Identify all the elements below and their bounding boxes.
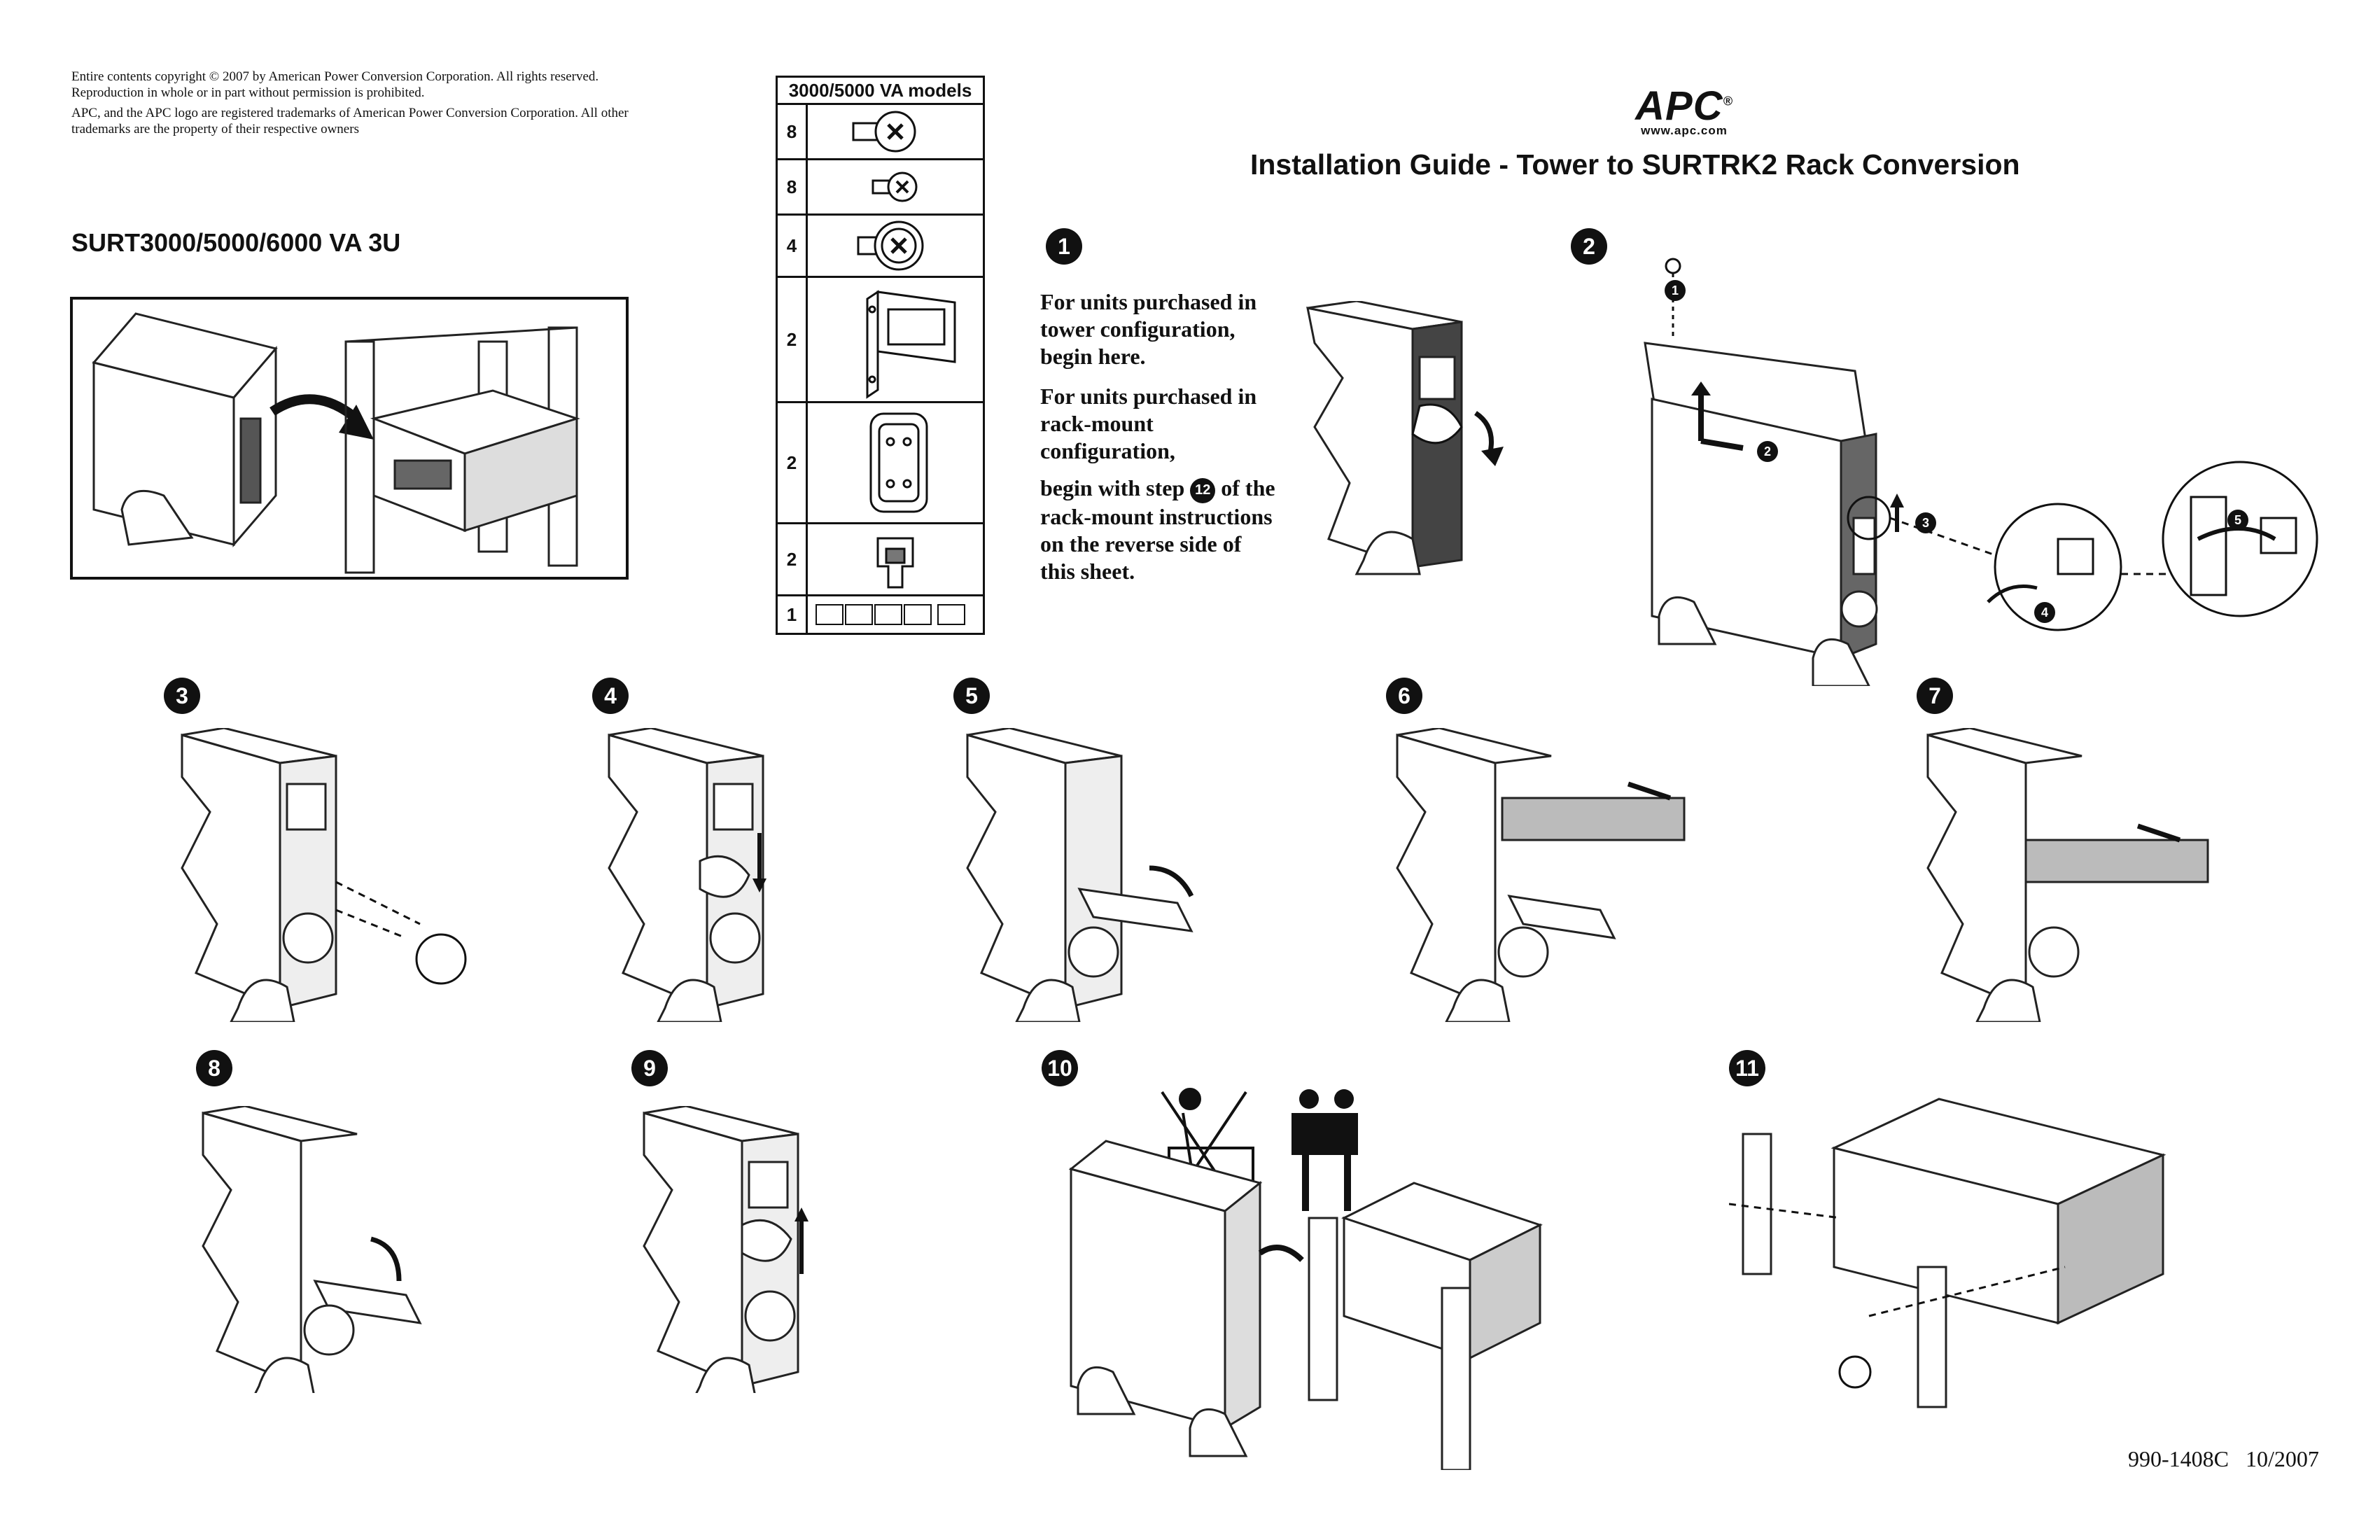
step-2-callout-4: 4 [2034, 602, 2055, 623]
washer-screw-icon [806, 214, 985, 278]
intro-line: begin here. [1040, 344, 1146, 369]
table-row: 2 [776, 522, 985, 596]
step-3-illustration [181, 728, 467, 1022]
qty-cell: 2 [776, 401, 808, 524]
step-6-illustration [1396, 728, 1686, 1022]
intro-text: For units purchased in tower configurati… [1040, 288, 1275, 585]
trademark-line: APC, and the APC logo are registered tra… [71, 106, 629, 120]
trademark-line-2: trademarks are the property of their res… [71, 122, 359, 136]
intro-illustration [70, 297, 629, 580]
step-8-badge: 8 [196, 1050, 232, 1086]
doc-date: 10/2007 [2246, 1446, 2319, 1471]
copyright-line: Entire contents copyright © 2007 by Amer… [71, 69, 599, 84]
step-12-badge: 12 [1190, 477, 1216, 503]
qty-cell: 4 [776, 214, 808, 278]
step-2-illustration [1644, 258, 2318, 686]
step-3-badge: 3 [164, 678, 200, 714]
model-heading: SURT3000/5000/6000 VA 3U [71, 228, 401, 257]
rack-bracket-icon [806, 276, 985, 403]
qty-cell: 8 [776, 158, 808, 216]
step-11-illustration [1729, 1098, 2166, 1408]
plate-icon [806, 401, 985, 524]
intro-line: rack-mount instructions [1040, 503, 1273, 529]
qty-cell: 2 [776, 276, 808, 403]
step-5-illustration [966, 728, 1194, 1022]
page-title: Installation Guide - Tower to SURTRK2 Ra… [1250, 148, 2020, 181]
large-screw-icon [806, 103, 985, 160]
table-row: 8 [776, 103, 985, 160]
intro-line: For units purchased in [1040, 384, 1257, 409]
step-11-badge: 11 [1729, 1050, 1765, 1086]
tower-to-rack-drawing [92, 312, 580, 574]
intro-line: tower configuration, [1040, 316, 1236, 342]
qty-cell: 8 [776, 103, 808, 160]
step-8-illustration [202, 1106, 422, 1393]
step-10-illustration [1068, 1088, 1543, 1470]
step-2-badge: 2 [1571, 228, 1607, 265]
step-7-badge: 7 [1917, 678, 1953, 714]
step-2-callout-1: 1 [1665, 280, 1686, 301]
qty-cell: 2 [776, 522, 808, 596]
document-number: 990-1408C 10/2007 [2128, 1446, 2319, 1472]
intro-line: on the reverse side of [1040, 531, 1242, 556]
clip-icon [806, 522, 985, 596]
table-row: 2 [776, 276, 985, 403]
intro-line: For units purchased in [1040, 289, 1257, 314]
registered-mark: ® [1723, 94, 1733, 108]
step-10-badge: 10 [1042, 1050, 1078, 1086]
parts-table: 3000/5000 VA models 8 8 4 2 2 [776, 76, 985, 635]
table-row: 8 [776, 158, 985, 216]
step-2-callout-5: 5 [2227, 510, 2248, 531]
intro-line: configuration, [1040, 438, 1175, 463]
logo-text: APC [1635, 83, 1723, 129]
intro-line: this sheet. [1040, 558, 1135, 584]
step-5-badge: 5 [953, 678, 990, 714]
label-strip-icon [806, 594, 985, 635]
intro-line: of the [1221, 475, 1275, 500]
table-row: 1 [776, 594, 985, 635]
doc-number: 990-1408C [2128, 1446, 2229, 1471]
step-2-callout-3: 3 [1915, 512, 1936, 533]
step-6-badge: 6 [1386, 678, 1422, 714]
table-row: 4 [776, 214, 985, 278]
brand-url: www.apc.com [1641, 124, 1728, 137]
apc-logo: APC® www.apc.com [1607, 83, 1761, 138]
step-1-illustration [1306, 301, 1504, 575]
reproduction-line: Reproduction in whole or in part without… [71, 85, 425, 100]
step-4-badge: 4 [592, 678, 629, 714]
step-1-badge: 1 [1046, 228, 1082, 265]
intro-line: rack-mount [1040, 411, 1154, 436]
intro-line: begin with step [1040, 475, 1185, 500]
parts-table-title: 3000/5000 VA models [776, 76, 985, 105]
step-9-badge: 9 [631, 1050, 668, 1086]
step-2-callout-2: 2 [1757, 441, 1778, 462]
copyright-notice: Entire contents copyright © 2007 by Amer… [71, 69, 629, 137]
step-7-illustration [1926, 728, 2209, 1022]
table-row: 2 [776, 401, 985, 524]
qty-cell: 1 [776, 594, 808, 635]
small-screw-icon [806, 158, 985, 216]
step-9-illustration [643, 1106, 808, 1393]
step-4-illustration [608, 728, 766, 1022]
